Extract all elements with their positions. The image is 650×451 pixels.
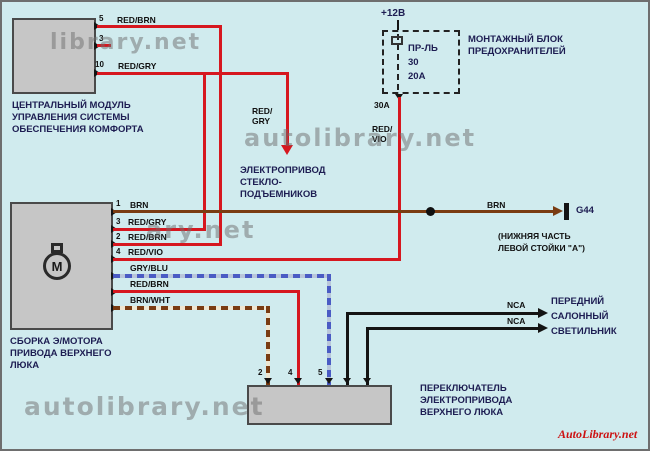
ground-g44-label: G44: [576, 205, 594, 216]
wire-red-brn-motor-h: [113, 243, 222, 246]
motor-pin-4: 4: [116, 247, 121, 256]
nca-label-2: NCA: [507, 316, 526, 326]
supply-lead-wire: [397, 20, 399, 30]
wire-brn-wht-label: BRN/WHT: [130, 295, 171, 305]
wire-red-gry-top-label: RED/GRY: [118, 61, 157, 71]
wire-red-gry-v: [203, 72, 206, 231]
wire-red-gry-top-h: [97, 72, 289, 75]
fuse-rating-label: 30A: [374, 100, 390, 110]
wire-red-brn2-label: RED/BRN: [130, 279, 169, 289]
comfort-module-box: [12, 18, 96, 94]
watermark: ary.net: [146, 216, 256, 244]
switch-pin-5: 5: [318, 368, 323, 377]
window-drive-caption: ЭЛЕКТРОПРИВОД СТЕКЛО- ПОДЪЕМНИКОВ: [240, 165, 326, 200]
wire-red-brn-top-label: RED/BRN: [117, 15, 156, 25]
wire-red-vio-motor-label: RED/VIO: [128, 247, 163, 257]
fuse-element-icon: [391, 36, 403, 45]
sunroof-motor-caption: СБОРКА Э/МОТОРА ПРИВОДА ВЕРХНЕГО ЛЮКА: [10, 336, 112, 371]
brand-logo: AutoLibrary.net: [558, 427, 638, 441]
watermark: autolibrary.net: [244, 124, 477, 152]
motor-terminal-icon: [51, 243, 63, 253]
wire-gry-blu-h: [113, 274, 331, 278]
wire-black1-v: [346, 312, 349, 385]
wire-red-brn-v: [219, 25, 222, 246]
supply-12v-label: +12В: [381, 8, 406, 19]
fuse-label: ПР-ЛЬ 30 20А: [408, 43, 438, 82]
pin3-stub-wire: [97, 44, 111, 47]
sunroof-switch-box: [247, 385, 392, 425]
pin-marker-icon: [294, 378, 302, 384]
wire-brn-label-right: BRN: [487, 200, 506, 210]
wire-red-brn-motor-label: RED/BRN: [128, 232, 167, 242]
wire-red-gry-motor-h: [113, 228, 206, 231]
wire-red-brn2-h: [113, 290, 300, 293]
wire-black2-v: [366, 327, 369, 385]
arrow-right-icon: [538, 308, 548, 318]
arrow-right-icon: [538, 323, 548, 333]
watermark: library.net: [50, 30, 202, 55]
ground-location-note: (НИЖНЯЯ ЧАСТЬ ЛЕВОЙ СТОЙКИ "А"): [498, 231, 585, 253]
arrow-right-icon: [553, 206, 563, 216]
wire-red-gry-motor-label: RED/GRY: [128, 217, 167, 227]
fuse-element-line: [397, 34, 399, 90]
motor-pin-3: 3: [116, 217, 121, 226]
pin-marker-icon: [325, 378, 333, 384]
wire-red-brn-top-h: [97, 25, 222, 28]
module-pin-10: 10: [95, 60, 104, 69]
wire-gry-blu-label: GRY/BLU: [130, 263, 168, 273]
switch-pin-4: 4: [288, 368, 293, 377]
wire-red-vio-v: [398, 97, 401, 261]
window-drive-wire-label: RED/ GRY: [252, 106, 273, 126]
switch-pin-2: 2: [258, 368, 263, 377]
junction-dot: [426, 207, 435, 216]
wire-window-drive-v: [286, 72, 289, 146]
motor-pin-1: 1: [116, 199, 121, 208]
wire-red-vio-label: RED/ VIO: [372, 124, 393, 144]
wire-gry-blu-v: [327, 274, 331, 385]
wire-brn-wht-v: [266, 306, 270, 385]
comfort-module-caption: ЦЕНТРАЛЬНЫЙ МОДУЛЬ УПРАВЛЕНИЯ СИСТЕМЫ ОБ…: [12, 100, 144, 135]
wire-black2-h: [366, 327, 538, 330]
wire-brn-label-left: BRN: [130, 200, 149, 210]
fuse-block-caption: МОНТАЖНЫЙ БЛОК ПРЕДОХРАНИТЕЛЕЙ: [468, 34, 566, 57]
wire-red-vio-motor-h: [113, 258, 401, 261]
fuse-box-dashed: [382, 30, 460, 94]
watermark: autolibrary.net: [24, 392, 265, 421]
wire-red-brn2-v: [297, 290, 300, 385]
connector-bar-icon: [564, 203, 569, 220]
interior-light-caption: ПЕРЕДНИЙ САЛОННЫЙ СВЕТИЛЬНИК: [551, 296, 617, 337]
module-pin-5: 5: [99, 14, 104, 23]
wire-brn-wht-h: [113, 306, 270, 310]
sunroof-switch-caption: ПЕРЕКЛЮЧАТЕЛЬ ЭЛЕКТРОПРИВОДА ВЕРХНЕГО ЛЮ…: [420, 383, 513, 418]
pin-marker-icon: [264, 378, 272, 384]
wire-brn-h: [113, 210, 555, 213]
arrow-down-icon: [281, 145, 293, 155]
module-pin-3: 3: [99, 34, 104, 43]
motor-pin-2: 2: [116, 232, 121, 241]
motor-symbol-icon: M: [43, 252, 71, 280]
nca-label-1: NCA: [507, 300, 526, 310]
wire-black1-h: [346, 312, 538, 315]
